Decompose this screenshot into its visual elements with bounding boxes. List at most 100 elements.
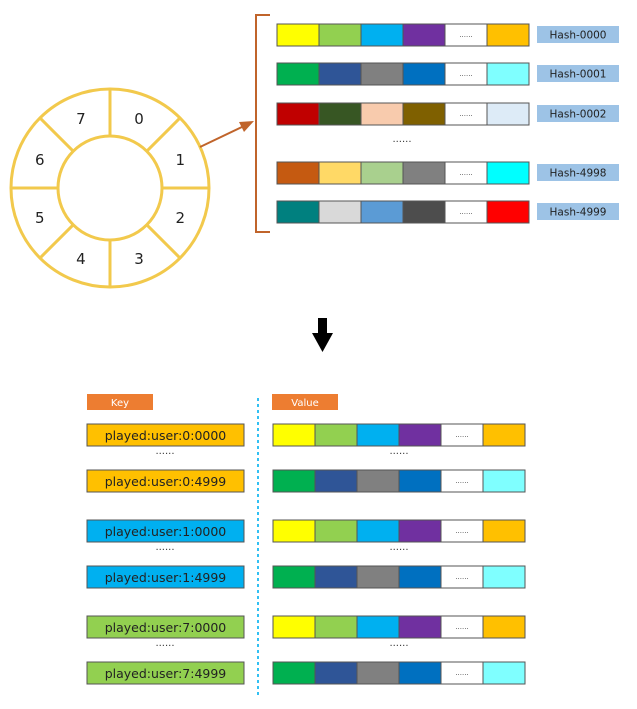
key-label: played:user:1:4999	[105, 570, 227, 585]
key-ellipsis: ......	[155, 638, 174, 649]
key-box	[86, 565, 245, 589]
key-box	[86, 469, 245, 493]
value-cell	[360, 161, 404, 185]
hash-table: ......Hash-0000......Hash-0001......Hash…	[276, 23, 619, 224]
cell-dots: ......	[455, 477, 468, 485]
cell-dots: ......	[459, 110, 472, 118]
value-cell	[276, 161, 320, 185]
ring-inner-edge	[56, 134, 164, 242]
bracket-line	[255, 14, 270, 233]
hash-row: ......Hash-0002	[276, 102, 619, 126]
value-cell	[314, 423, 358, 447]
value-cell	[398, 469, 442, 493]
kv-row: played:user:0:0000......	[86, 423, 526, 447]
value-cell	[272, 661, 316, 685]
ring-segment-label: 1	[175, 151, 185, 169]
value-cell	[398, 565, 442, 589]
value-cell	[272, 565, 316, 589]
value-cell	[318, 102, 362, 126]
key-label: played:user:7:4999	[105, 666, 227, 681]
hash-row: ...... Hash-4999	[276, 200, 619, 224]
key-ellipsis: ......	[155, 542, 174, 553]
value-cell	[356, 469, 400, 493]
value-cell	[276, 200, 320, 224]
value-cell	[398, 519, 442, 543]
ring-segment-label: 0	[134, 110, 144, 128]
value-cell	[486, 200, 530, 224]
value-header-box	[272, 394, 338, 410]
value-cell	[360, 102, 404, 126]
value-cell	[482, 423, 526, 447]
kv-row: played:user:1:0000......	[86, 519, 526, 543]
transform-arrow	[312, 318, 333, 352]
value-cell	[360, 62, 404, 86]
down-arrow-head	[312, 333, 333, 352]
value-cell	[356, 565, 400, 589]
hash-label: Hash-4998	[550, 168, 607, 180]
hash-label-box	[537, 203, 619, 220]
ring-segment-label: 7	[76, 110, 86, 128]
hash-label: Hash-0001	[550, 69, 607, 81]
value-cell	[276, 62, 320, 86]
key-value-table: Key Value played:user:0:0000......played…	[86, 394, 526, 698]
cell-dots: ......	[455, 669, 468, 677]
hash-rows-ellipsis: ......	[392, 134, 411, 145]
kv-row: played:user:7:0000......	[86, 615, 526, 639]
value-cell	[318, 23, 362, 47]
value-cell	[318, 161, 362, 185]
value-cell	[486, 62, 530, 86]
value-cell	[314, 519, 358, 543]
key-box	[86, 661, 245, 685]
value-cell	[486, 102, 530, 126]
value-cell	[482, 519, 526, 543]
pointer-head	[239, 121, 254, 132]
cell-dots: ......	[459, 208, 472, 216]
value-cell	[402, 200, 446, 224]
value-cell	[356, 615, 400, 639]
value-cell	[318, 62, 362, 86]
hash-label-box	[537, 105, 619, 122]
value-ellipsis: ......	[389, 638, 408, 649]
value-cell	[318, 200, 362, 224]
key-label: played:user:1:0000	[105, 524, 227, 539]
value-cell	[402, 23, 446, 47]
hash-row: ......Hash-4998	[276, 161, 619, 185]
value-cell	[482, 565, 526, 589]
ring-to-hash-arrow	[199, 121, 254, 148]
value-cell	[402, 62, 446, 86]
ring-segment-label: 6	[35, 151, 45, 169]
hash-label: Hash-4999	[550, 207, 607, 219]
ring-divider	[145, 116, 182, 153]
cell-dots: ......	[459, 31, 472, 39]
key-box	[86, 519, 245, 543]
cell-dots: ......	[455, 623, 468, 631]
hash-row: ...... Hash-0000	[276, 23, 619, 47]
ring-divider	[38, 223, 75, 260]
value-ellipsis: ......	[389, 446, 408, 457]
cell-dots: ......	[455, 527, 468, 535]
key-label: played:user:7:0000	[105, 620, 227, 635]
ring-divider	[38, 116, 75, 153]
value-cell	[314, 615, 358, 639]
cell-dots: ......	[455, 573, 468, 581]
value-cell	[272, 469, 316, 493]
value-cell	[356, 661, 400, 685]
value-ellipsis: ......	[389, 542, 408, 553]
value-cell	[360, 200, 404, 224]
cell-dots: ......	[455, 431, 468, 439]
value-cell	[314, 565, 358, 589]
value-cell	[276, 102, 320, 126]
key-label: played:user:0:0000	[105, 428, 227, 443]
ring-segment-label: 3	[134, 250, 144, 268]
value-cell	[356, 519, 400, 543]
hash-row: ......Hash-0001	[276, 62, 619, 86]
value-cell	[272, 423, 316, 447]
value-cell	[482, 615, 526, 639]
ring-segment-label: 2	[175, 209, 185, 227]
value-cell	[398, 661, 442, 685]
key-header-box	[87, 394, 153, 410]
hash-label: Hash-0000	[550, 30, 607, 42]
hash-label-box	[537, 65, 619, 82]
value-cell	[276, 23, 320, 47]
